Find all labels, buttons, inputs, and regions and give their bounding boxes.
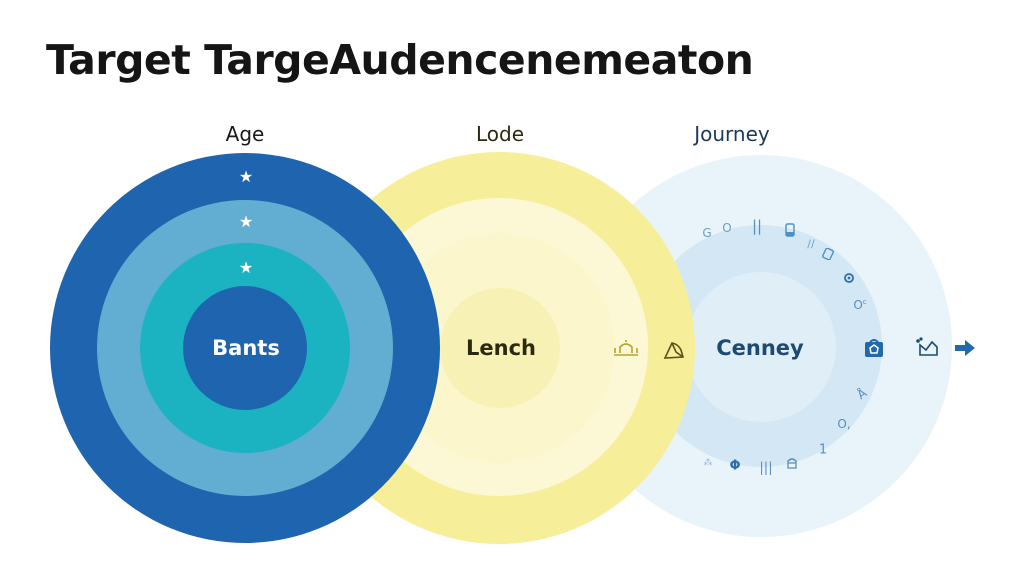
tent-icon	[612, 339, 640, 357]
bars-icon: ||	[751, 217, 763, 235]
journey-ring-inner	[686, 272, 836, 422]
page-title: Target TargeAudencenemeaton	[46, 36, 754, 84]
column-label-age: Age	[225, 122, 265, 146]
arrow-right-icon[interactable]	[954, 339, 976, 357]
center-label-bants: Bants	[212, 336, 280, 360]
age-ring-core	[183, 286, 307, 410]
star-icon: ★	[238, 167, 254, 186]
center-label-cenney: Cenney	[716, 336, 804, 360]
search-icon: O,	[837, 417, 851, 431]
star-icon: ★	[238, 212, 254, 231]
list-icon: |||	[759, 460, 773, 476]
bag-icon	[864, 338, 884, 358]
tablet-icon	[822, 248, 834, 260]
phone-icon	[785, 223, 795, 237]
sparkle-icon: ⁂	[703, 458, 713, 468]
cap-icon	[662, 340, 686, 360]
chat-icon: Oc	[853, 298, 867, 312]
column-label-journey: Journey	[694, 122, 770, 146]
diameter-icon: Φ	[729, 458, 741, 474]
slash-icon: //	[807, 237, 815, 251]
center-label-lench: Lench	[466, 336, 536, 360]
box-icon	[787, 457, 797, 469]
lode-ring-core	[440, 288, 560, 408]
swirl-icon: G	[702, 226, 712, 240]
circle-icon: O	[722, 221, 732, 235]
pen-icon: 1	[818, 442, 828, 458]
star-icon: ★	[238, 258, 254, 277]
column-label-lode: Lode	[475, 122, 525, 146]
crown-icon	[915, 337, 941, 357]
eye-icon	[843, 272, 855, 284]
